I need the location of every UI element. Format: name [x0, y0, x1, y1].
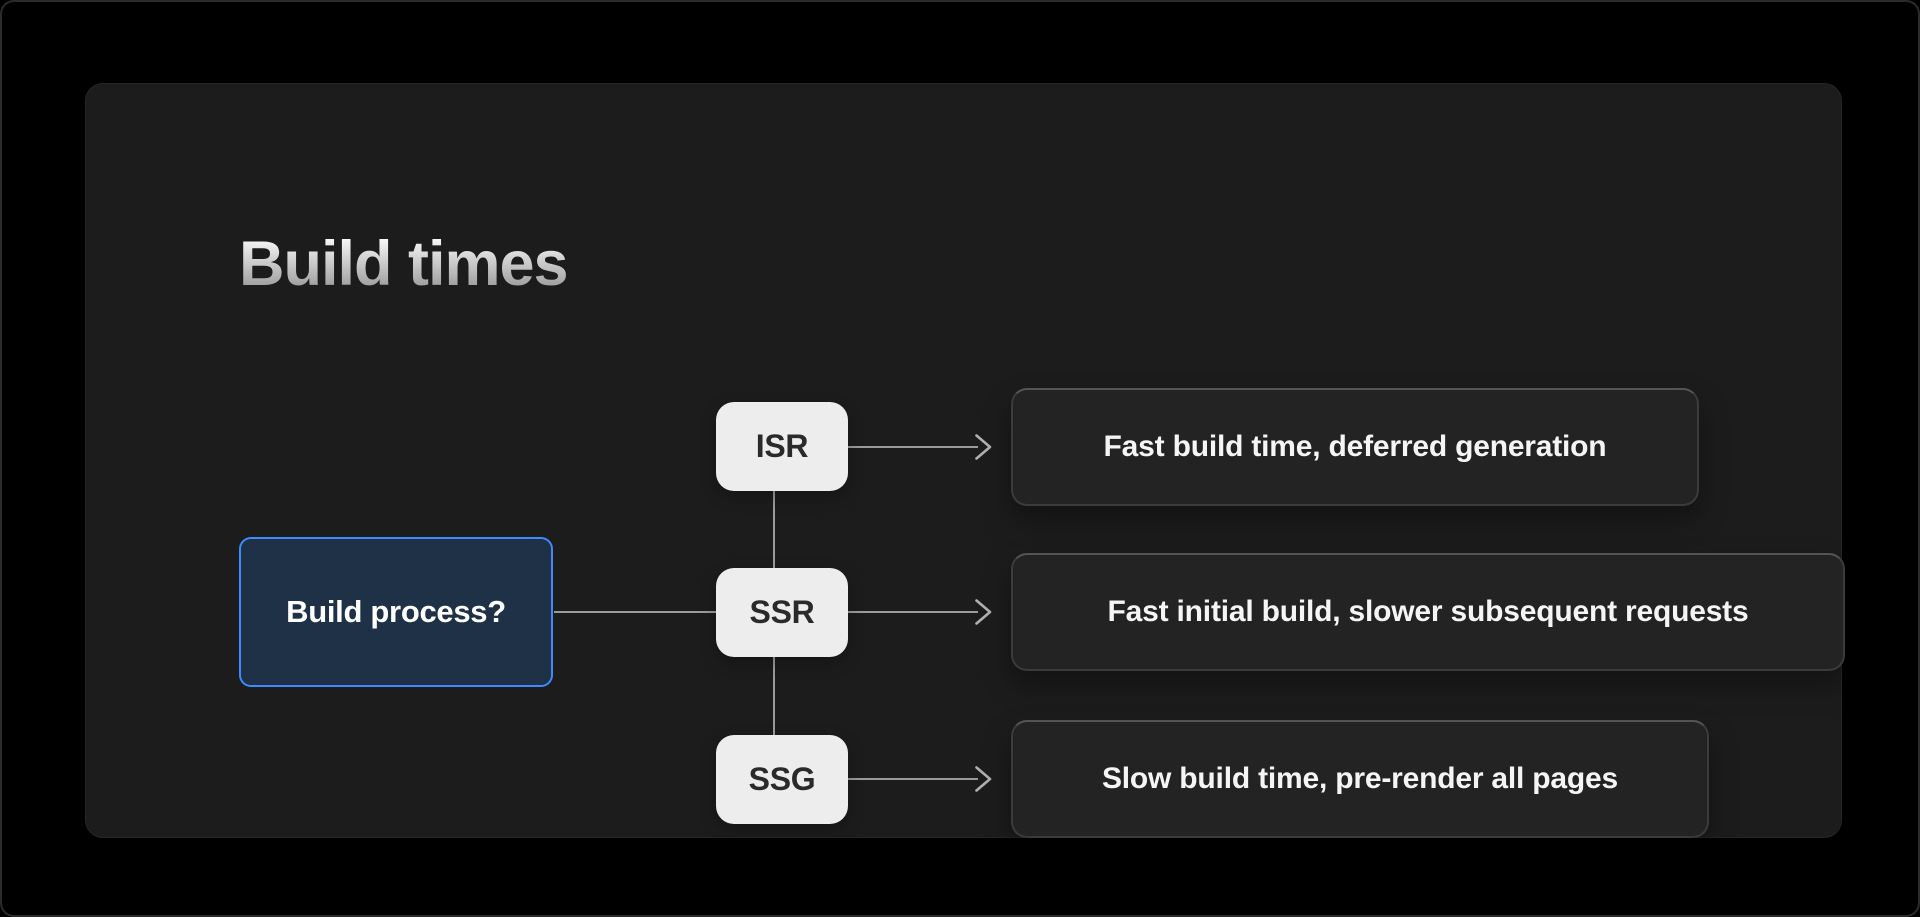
diagram-node-ssr: SSR: [716, 568, 848, 657]
page-title: Build times: [239, 229, 569, 299]
connector-isr-to-ssr: [773, 491, 775, 568]
arrowhead-icon: [974, 433, 993, 461]
connector-isr-to-result: [848, 446, 978, 448]
diagram-node-label: SSG: [748, 761, 816, 797]
slide-panel: Build times Build process? ISR SSR SSG: [85, 83, 1845, 838]
connector-root-to-ssr: [554, 611, 716, 613]
diagram-node-build-process: Build process?: [239, 537, 553, 687]
diagram-result-label: Fast initial build, slower subsequent re…: [1107, 595, 1749, 628]
diagram-node-label: Build process?: [286, 594, 506, 629]
diagram-node-label: SSR: [749, 594, 815, 630]
connector-ssr-to-result: [848, 611, 978, 613]
diagram-result-isr: Fast build time, deferred generation: [1011, 388, 1699, 506]
diagram-result-label: Fast build time, deferred generation: [1103, 430, 1607, 463]
diagram-node-isr: ISR: [716, 402, 848, 491]
connector-ssr-to-ssg: [773, 657, 775, 735]
arrowhead-icon: [974, 765, 993, 793]
diagram-node-ssg: SSG: [716, 735, 848, 824]
connector-ssg-to-result: [848, 778, 978, 780]
diagram-node-label: ISR: [755, 428, 809, 464]
diagram-result-ssr: Fast initial build, slower subsequent re…: [1011, 553, 1845, 671]
diagram-result-ssg: Slow build time, pre-render all pages: [1011, 720, 1709, 838]
diagram-result-label: Slow build time, pre-render all pages: [1101, 762, 1619, 795]
arrowhead-icon: [974, 598, 993, 626]
